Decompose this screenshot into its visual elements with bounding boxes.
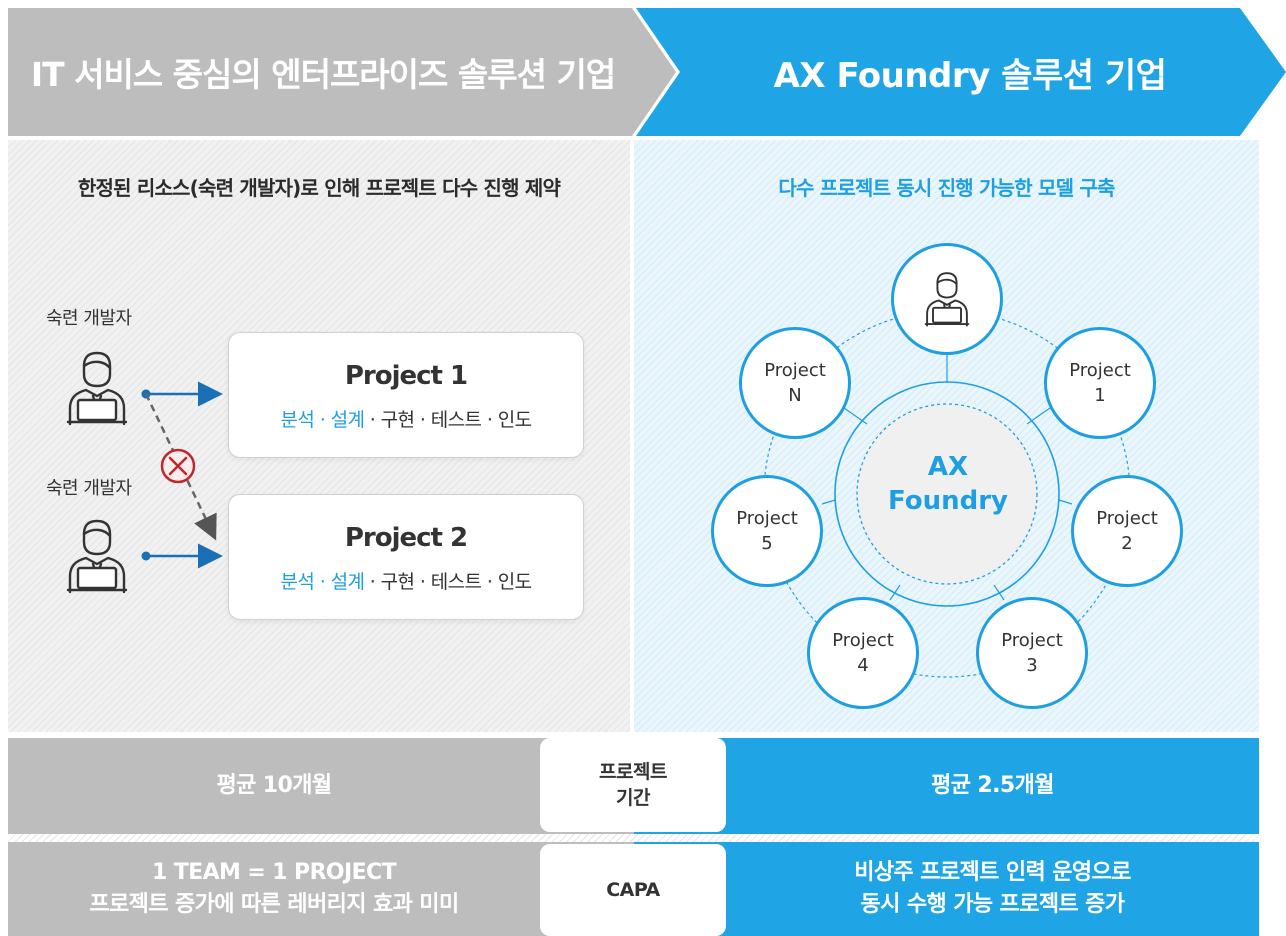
capa-left-bar [8, 842, 638, 936]
project-steps-highlight: 분석 · 설계 [280, 409, 365, 431]
project-card-title: Project 2 [344, 523, 468, 553]
node-label-line2: 5 [761, 533, 773, 554]
node-label-line1: Project [764, 360, 826, 381]
ax-foundry-core [856, 403, 1038, 585]
developer-label-1: 숙련 개발자 [46, 308, 132, 329]
node-label-line1: Project [1069, 360, 1131, 381]
center-label-line1: AX [927, 452, 969, 482]
node-label-line2: 3 [1026, 655, 1038, 676]
project-node-4: Project 4 [807, 597, 919, 709]
ax-foundry-network [763, 310, 1131, 678]
project-node-1: Project 1 [1044, 327, 1156, 439]
period-right-text: 평균 2.5개월 [931, 773, 1054, 798]
spoke-project-2 [1058, 499, 1073, 505]
node-label-line2: N [788, 385, 802, 406]
period-label-box: 프로젝트 기간 [540, 738, 726, 832]
project-node-5: Project 5 [711, 475, 823, 587]
project-node-3: Project 3 [976, 597, 1088, 709]
developer-node [891, 243, 1003, 355]
header-left-chevron [8, 8, 676, 136]
period-left-bar [8, 738, 638, 834]
node-label-line2: 4 [857, 655, 869, 676]
period-left-text: 평균 10개월 [216, 773, 332, 798]
node-label-line1: Project [1096, 508, 1158, 529]
project-steps-rest: · 구현 · 테스트 · 인도 [364, 571, 532, 593]
node-label-line2: 1 [1094, 385, 1106, 406]
node-label-line1: Project [832, 630, 894, 651]
spoke-project-1 [1026, 407, 1051, 425]
period-right-bar [634, 738, 1259, 834]
arrow-dev2-to-project2 [141, 543, 223, 569]
period-label-line2: 기간 [616, 787, 650, 809]
capa-left-line1: 1 TEAM = 1 PROJECT [152, 860, 397, 885]
node-label-line1: Project [1001, 630, 1063, 651]
header-left-title: IT 서비스 중심의 엔터프라이즈 솔루션 기업 [30, 55, 616, 94]
project-card-steps: 분석 · 설계 · 구현 · 테스트 · 인도 [229, 405, 583, 432]
developer-label-2: 숙련 개발자 [46, 478, 132, 499]
ax-foundry-center-label: AX Foundry [857, 450, 1039, 518]
capa-right-line1: 비상주 프로젝트 인력 운영으로 [854, 860, 1131, 885]
project-steps-rest: · 구현 · 테스트 · 인도 [364, 409, 532, 431]
left-panel-subtitle: 한정된 리소스(숙련 개발자)로 인해 프로젝트 다수 진행 제약 [77, 176, 561, 200]
header-chevrons [8, 8, 1286, 136]
node-label-line2: 2 [1121, 533, 1133, 554]
node-label-line1: Project [736, 508, 798, 529]
row-separator [8, 834, 1259, 842]
project-card-2: Project 2 분석 · 설계 · 구현 · 테스트 · 인도 [228, 494, 584, 620]
project-card-1: Project 1 분석 · 설계 · 구현 · 테스트 · 인도 [228, 332, 584, 458]
center-label-line2: Foundry [888, 486, 1008, 516]
project-steps-highlight: 분석 · 설계 [280, 571, 365, 593]
x-circle-icon [160, 448, 196, 484]
spoke-project-3 [993, 584, 1005, 601]
developer-icon [66, 351, 128, 426]
spoke-project-4 [889, 584, 901, 601]
arrow-dev1-to-project1 [141, 381, 223, 407]
capa-left-line2: 프로젝트 증가에 따른 레버리지 효과 미미 [89, 892, 459, 917]
developer-icon [66, 519, 128, 594]
project-card-title: Project 1 [344, 361, 468, 391]
developer-icon [924, 272, 970, 327]
right-panel-subtitle: 다수 프로젝트 동시 진행 가능한 모델 구축 [778, 176, 1115, 200]
header-right-title: AX Foundry 솔루션 기업 [773, 55, 1167, 96]
spoke-project-5 [821, 499, 836, 505]
project-node-2: Project 2 [1071, 475, 1183, 587]
capa-label-box: CAPA [540, 844, 726, 936]
capa-right-line2: 동시 수행 가능 프로젝트 증가 [860, 892, 1126, 917]
project-card-steps: 분석 · 설계 · 구현 · 테스트 · 인도 [229, 567, 583, 594]
capa-left-text: 1 TEAM = 1 PROJECT 프로젝트 증가에 따른 레버리지 효과 미… [8, 842, 540, 936]
spoke-project-n [843, 407, 868, 425]
capa-right-bar [634, 842, 1259, 936]
capa-right-text: 비상주 프로젝트 인력 운영으로 동시 수행 가능 프로젝트 증가 [726, 842, 1259, 936]
period-label-line1: 프로젝트 [599, 761, 667, 783]
header-right-chevron [636, 8, 1286, 136]
